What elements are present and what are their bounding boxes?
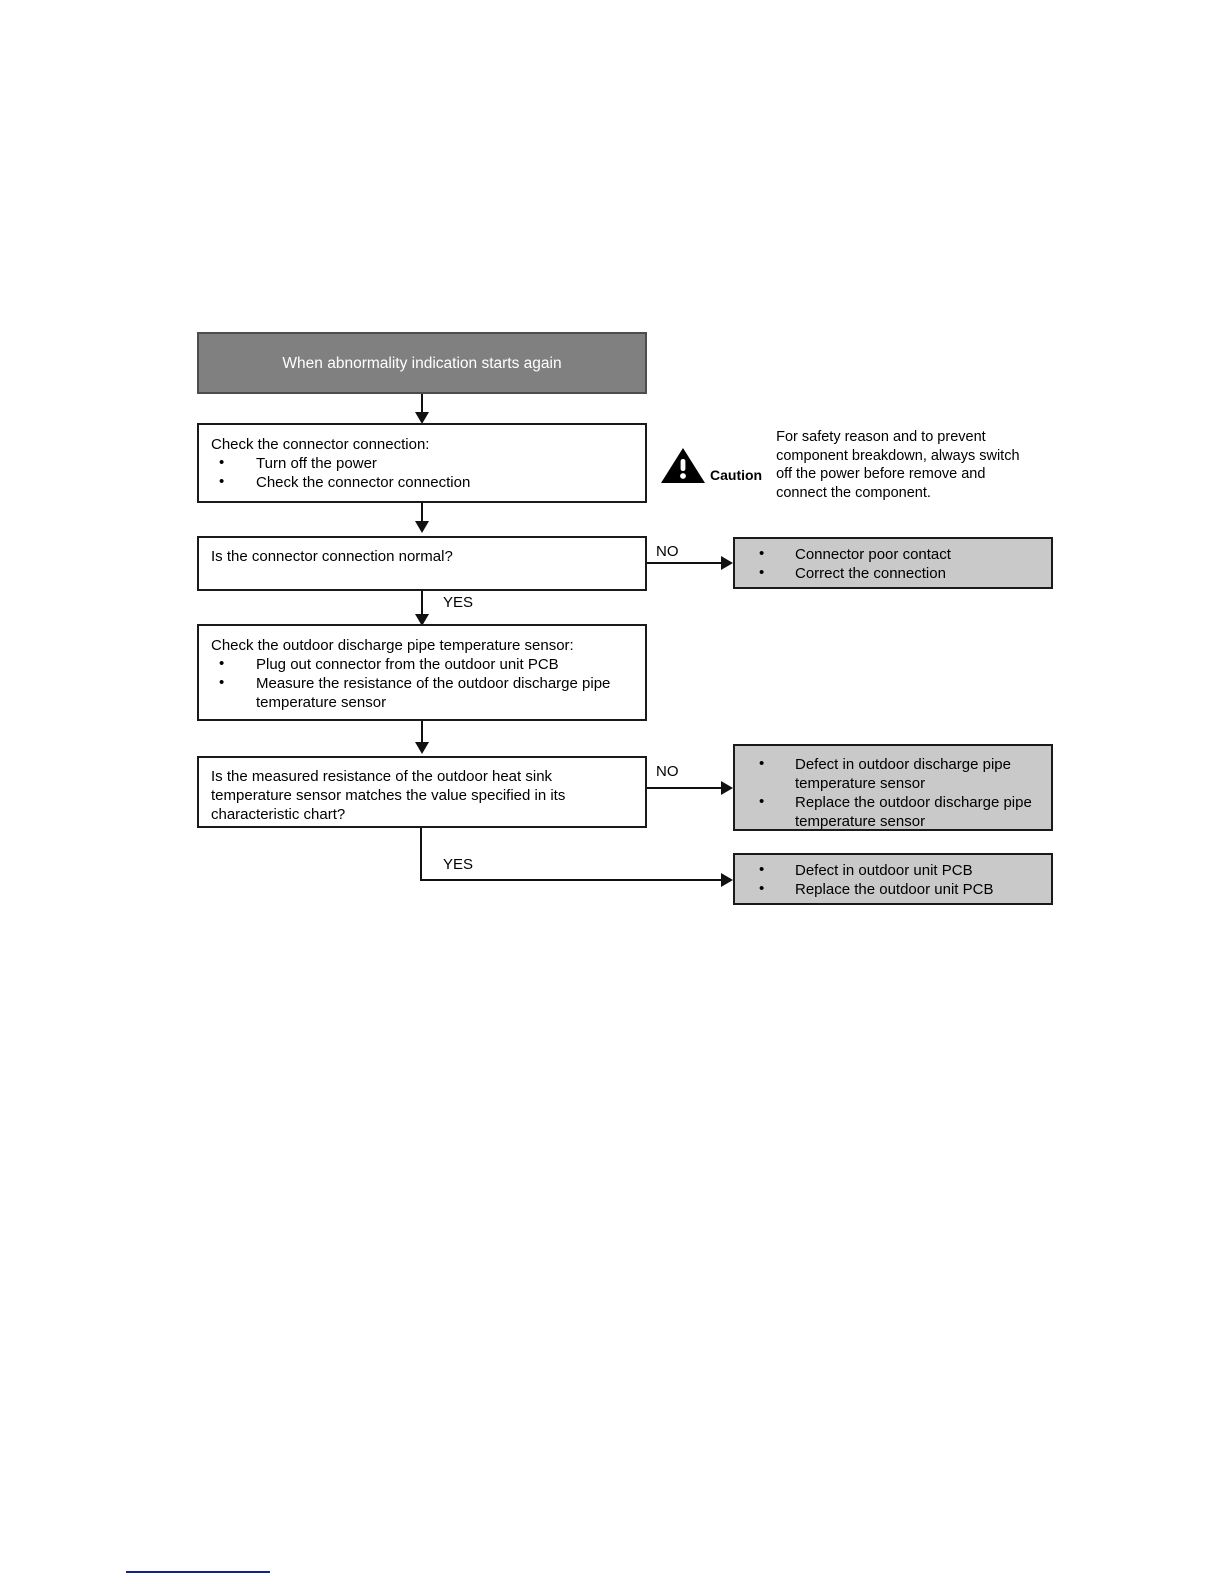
decision-resistance-question: Is the measured resistance of the outdoo… (211, 768, 566, 823)
step-check-sensor-title: Check the outdoor discharge pipe tempera… (211, 637, 574, 654)
result-pcb-defect-bullets: Defect in outdoor unit PCB Replace the o… (747, 860, 1051, 899)
arrow-sensor-to-decision2 (415, 742, 429, 754)
decision-connector-box: Is the connector connection normal? (197, 536, 647, 591)
list-item: Turn off the power (211, 453, 633, 473)
connector-start-to-check (421, 394, 423, 418)
result-connector-fault-box: Connector poor contact Correct the conne… (733, 537, 1053, 589)
caution-label: Caution (710, 467, 763, 483)
connector-sensor-to-decision2 (421, 721, 423, 747)
list-item: Correct the connection (747, 563, 1039, 583)
result-pcb-defect-box: Defect in outdoor unit PCB Replace the o… (733, 853, 1053, 905)
step-check-sensor-bullets: Plug out connector from the outdoor unit… (211, 654, 645, 712)
connector-decision2-no (647, 787, 725, 789)
list-item: Replace the outdoor discharge pipe tempe… (747, 792, 1039, 831)
arrow-start-to-check (415, 412, 429, 424)
step-check-connector-bullets: Turn off the power Check the connector c… (211, 453, 645, 492)
warning-triangle-icon (661, 448, 705, 483)
step-check-sensor-box: Check the outdoor discharge pipe tempera… (197, 624, 647, 721)
caution-note: Caution For safety reason and to prevent… (660, 424, 1060, 502)
result-sensor-defect-box: Defect in outdoor discharge pipe tempera… (733, 744, 1053, 831)
caution-badge: Caution (660, 446, 762, 484)
list-item: Connector poor contact (747, 544, 1039, 564)
footer-divider (126, 1571, 270, 1573)
arrow-decision1-yes (415, 614, 429, 626)
edge-label-yes-2: YES (443, 856, 474, 873)
result-connector-fault-bullets: Connector poor contact Correct the conne… (747, 544, 1051, 583)
arrow-decision2-no (721, 781, 733, 795)
edge-label-no-2: NO (656, 763, 679, 780)
list-item: Check the connector connection (211, 472, 633, 492)
step-check-connector-title: Check the connector connection: (211, 436, 430, 453)
connector-decision1-no (647, 562, 725, 564)
connector-decision2-yes-horizontal (420, 879, 725, 881)
edge-label-yes-1: YES (443, 594, 474, 611)
list-item: Measure the resistance of the outdoor di… (211, 673, 633, 712)
list-item: Defect in outdoor discharge pipe tempera… (747, 754, 1039, 793)
flow-start-box: When abnormality indication starts again (197, 332, 647, 394)
step-check-connector-box: Check the connector connection: Turn off… (197, 423, 647, 503)
arrow-decision2-yes (721, 873, 733, 887)
decision-connector-question: Is the connector connection normal? (211, 548, 453, 565)
arrow-decision1-no (721, 556, 733, 570)
decision-resistance-box: Is the measured resistance of the outdoo… (197, 756, 647, 828)
caution-text: For safety reason and to prevent compone… (776, 429, 1020, 501)
result-sensor-defect-bullets: Defect in outdoor discharge pipe tempera… (747, 754, 1051, 831)
flow-start-label: When abnormality indication starts again (282, 354, 562, 372)
edge-label-no-1: NO (656, 543, 679, 560)
list-item: Replace the outdoor unit PCB (747, 879, 1039, 899)
connector-decision2-yes-vertical (420, 828, 422, 881)
arrow-check-to-decision1 (415, 521, 429, 533)
list-item: Plug out connector from the outdoor unit… (211, 654, 633, 674)
list-item: Defect in outdoor unit PCB (747, 860, 1039, 880)
connector-decision1-yes (421, 591, 423, 620)
connector-check-to-decision1 (421, 503, 423, 526)
